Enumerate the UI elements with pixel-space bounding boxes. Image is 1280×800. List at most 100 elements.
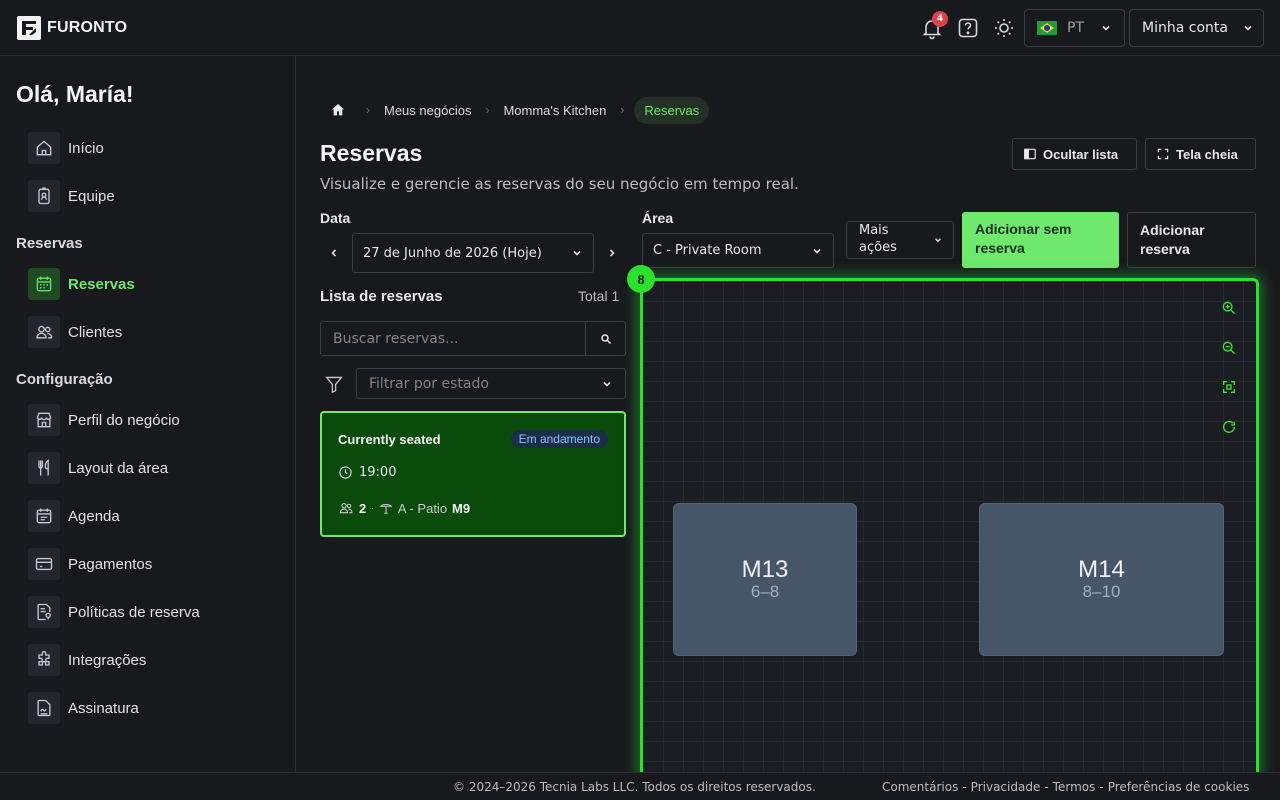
sidebar-item-layout-area[interactable]: Layout da área — [28, 452, 278, 484]
status-filter-select[interactable]: Filtrar por estado — [356, 368, 626, 399]
logo-mark-icon — [17, 16, 41, 40]
sidebar-item-label: Políticas de reserva — [68, 603, 200, 621]
reset-view-button[interactable] — [1218, 416, 1240, 438]
breadcrumb-mommas-kitchen[interactable]: Momma's Kitchen — [503, 102, 607, 118]
breadcrumb: › Meus negócios › Momma's Kitchen › Rese… — [320, 96, 710, 124]
footer-link-termos[interactable]: Termos — [1052, 780, 1096, 794]
greeting: Olá, María! — [16, 81, 134, 107]
language-code: PT — [1067, 20, 1084, 36]
chevron-right-icon: › — [485, 103, 490, 117]
add-walk-in-button[interactable]: Adicionar sem reserva — [962, 212, 1119, 268]
more-actions-button[interactable]: Mais ações — [846, 221, 954, 259]
search-button[interactable] — [585, 322, 625, 355]
sidebar-item-inicio[interactable]: Início — [28, 132, 278, 164]
reservation-search — [320, 321, 626, 356]
sidebar-item-label: Reservas — [68, 275, 135, 293]
fit-view-icon — [1223, 381, 1235, 393]
zoom-out-button[interactable] — [1218, 337, 1240, 359]
date-select[interactable]: 27 de Junho de 2026 (Hoje) — [352, 233, 594, 273]
add-reservation-button[interactable]: Adicionar reserva — [1127, 212, 1256, 268]
table-m14[interactable]: M14 8–10 — [979, 503, 1224, 656]
status-filter-placeholder: Filtrar por estado — [369, 375, 489, 392]
footer-link-comentarios[interactable]: Comentários — [882, 780, 959, 794]
table-m13[interactable]: M13 6–8 — [673, 503, 857, 656]
reservation-total: Total 1 — [578, 288, 620, 304]
breadcrumb-current: Reservas — [634, 96, 710, 124]
footer-link-privacidade[interactable]: Privacidade — [970, 780, 1041, 794]
table-name: M14 — [1078, 555, 1125, 583]
filter-funnel-icon — [324, 375, 344, 393]
utensils-icon — [28, 452, 60, 484]
sidebar-item-pagamentos[interactable]: Pagamentos — [28, 548, 278, 580]
home-icon — [28, 132, 60, 164]
sidebar-item-label: Integrações — [68, 651, 147, 669]
sidebar-item-perfil-negocio[interactable]: Perfil do negócio — [28, 404, 278, 436]
sidebar-item-label: Layout da área — [68, 459, 169, 477]
brand-logo[interactable]: FURONTO — [17, 16, 127, 40]
sidebar-item-politicas[interactable]: Políticas de reserva — [28, 596, 278, 628]
fit-view-button[interactable] — [1218, 376, 1240, 398]
next-day-button[interactable] — [600, 241, 624, 265]
sidebar-item-label: Clientes — [68, 323, 123, 341]
badge-icon — [28, 180, 60, 212]
search-input[interactable] — [321, 322, 585, 355]
top-bar: FURONTO 4 PT Minha conta — [0, 0, 1280, 56]
sidebar-item-label: Equipe — [68, 187, 115, 205]
account-menu-button[interactable]: Minha conta — [1129, 9, 1264, 47]
hide-list-label: Ocultar lista — [1043, 146, 1119, 162]
more-actions-label: Mais ações — [859, 223, 897, 255]
umbrella-icon — [379, 503, 393, 514]
previous-day-button[interactable] — [322, 241, 346, 265]
account-label: Minha conta — [1142, 20, 1228, 36]
chevron-down-icon — [813, 248, 821, 254]
table-capacity: 6–8 — [750, 582, 780, 602]
fullscreen-icon — [1157, 148, 1169, 160]
fullscreen-button[interactable]: Tela cheia — [1145, 138, 1256, 170]
sidebar-item-agenda[interactable]: Agenda — [28, 500, 278, 532]
sidebar-panel-icon — [1024, 148, 1036, 160]
reservation-name: Currently seated — [338, 432, 441, 447]
card-icon — [28, 548, 60, 580]
guest-count: 2 — [359, 500, 367, 516]
footer-separator: - — [1044, 780, 1049, 794]
sidebar-item-integracoes[interactable]: Integrações — [28, 644, 278, 676]
sidebar: Olá, María! Início Equipe Reservas Reser… — [0, 56, 296, 772]
area-select[interactable]: C - Private Room — [642, 233, 834, 268]
chevron-right-icon: › — [620, 103, 625, 117]
theme-toggle-sun-icon[interactable] — [992, 16, 1016, 40]
date-label: Data — [320, 210, 351, 226]
chevron-down-icon — [603, 381, 611, 387]
hide-list-button[interactable]: Ocultar lista — [1012, 138, 1137, 170]
footer-links: Comentários - Privacidade - Termos - Pre… — [882, 780, 1249, 794]
chevron-right-icon: › — [366, 103, 370, 117]
date-value: 27 de Junho de 2026 (Hoje) — [363, 245, 542, 261]
footer-link-cookies[interactable]: Preferências de cookies — [1107, 780, 1250, 794]
language-selector[interactable]: PT — [1024, 9, 1125, 47]
chevron-right-icon — [609, 249, 615, 257]
fullscreen-label: Tela cheia — [1176, 146, 1238, 162]
sidebar-item-label: Agenda — [68, 507, 120, 525]
signature-icon — [28, 692, 60, 724]
floor-marker-badge: 8 — [627, 265, 655, 293]
home-icon — [332, 104, 344, 116]
sidebar-item-reservas[interactable]: Reservas — [28, 268, 278, 300]
breadcrumb-home[interactable] — [320, 96, 356, 124]
sidebar-item-assinatura[interactable]: Assinatura — [28, 692, 278, 724]
reservation-time: 19:00 — [338, 465, 396, 480]
sidebar-item-equipe[interactable]: Equipe — [28, 180, 278, 212]
copyright: © 2024–2026 Tecnia Labs LLC. Todos os di… — [453, 780, 816, 794]
brazil-flag-icon — [1037, 21, 1057, 35]
chevron-down-icon — [1244, 25, 1252, 31]
store-icon — [28, 404, 60, 436]
zoom-in-button[interactable] — [1218, 297, 1240, 319]
section-configuracao: Configuração — [16, 371, 113, 388]
sidebar-item-clientes[interactable]: Clientes — [28, 316, 278, 348]
reservation-table: M9 — [452, 500, 471, 516]
section-reservas: Reservas — [16, 235, 83, 252]
help-icon[interactable] — [956, 16, 980, 40]
breadcrumb-meus-negocios[interactable]: Meus negócios — [384, 102, 472, 118]
reservation-meta: 2 · A - Patio M9 — [338, 500, 470, 516]
reservation-card[interactable]: Currently seated Em andamento 19:00 2 · … — [320, 411, 626, 537]
users-icon — [339, 503, 353, 514]
area-value: C - Private Room — [653, 243, 762, 258]
